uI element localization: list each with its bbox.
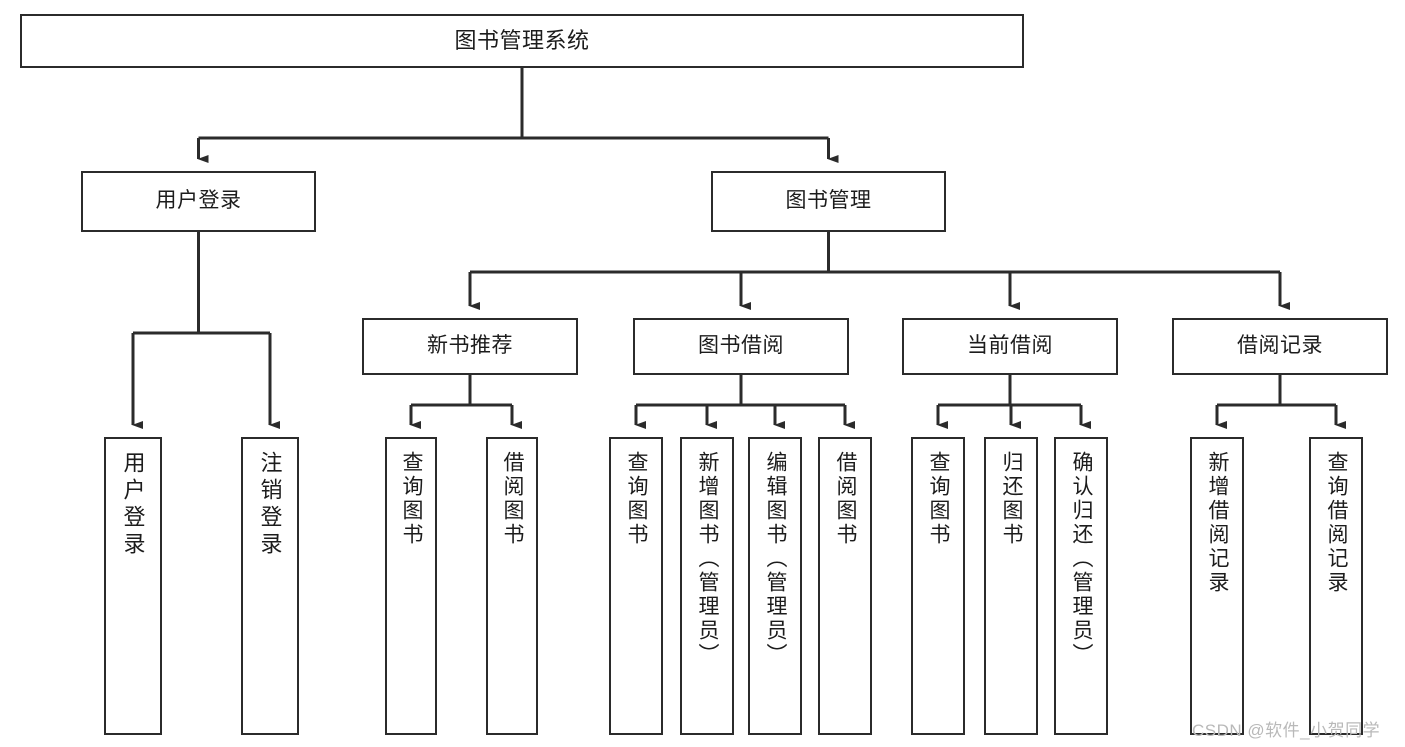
node-label: 图书管理系统 <box>454 28 590 54</box>
node-leaf-add-book[interactable]: 新增图书（管理员） <box>680 437 734 735</box>
node-leaf-query-book-2[interactable]: 查询图书 <box>609 437 663 735</box>
node-label: 新增图书（管理员） <box>696 451 720 667</box>
node-leaf-borrow-book-2[interactable]: 借阅图书 <box>818 437 872 735</box>
node-leaf-edit-book[interactable]: 编辑图书（管理员） <box>748 437 802 735</box>
node-leaf-user-login[interactable]: 用户登录 <box>104 437 162 735</box>
node-label: 当前借阅 <box>967 334 1053 358</box>
node-label: 查询借阅记录 <box>1325 451 1349 595</box>
node-label: 确认归还（管理员） <box>1070 451 1094 667</box>
node-label: 新增借阅记录 <box>1206 451 1230 595</box>
node-root[interactable]: 图书管理系统 <box>20 14 1024 68</box>
node-label: 查询图书 <box>400 451 424 547</box>
node-label: 图书管理 <box>785 189 872 213</box>
node-label: 图书借阅 <box>698 334 784 358</box>
node-label: 用户登录 <box>120 451 146 559</box>
node-label: 新书推荐 <box>427 334 513 358</box>
node-label: 归还图书 <box>1000 451 1024 547</box>
node-borrow-record[interactable]: 借阅记录 <box>1172 318 1388 375</box>
node-current-borrow[interactable]: 当前借阅 <box>902 318 1118 375</box>
node-book-borrow[interactable]: 图书借阅 <box>633 318 849 375</box>
node-label: 查询图书 <box>927 451 951 547</box>
node-label: 注销登录 <box>257 451 283 559</box>
csdn-watermark: CSDN @软件_小贺同学 <box>1192 721 1381 740</box>
node-leaf-confirm-ret[interactable]: 确认归还（管理员） <box>1054 437 1108 735</box>
node-label: 借阅记录 <box>1237 334 1323 358</box>
node-leaf-add-record[interactable]: 新增借阅记录 <box>1190 437 1244 735</box>
node-leaf-query-book-1[interactable]: 查询图书 <box>385 437 437 735</box>
node-leaf-logout[interactable]: 注销登录 <box>241 437 299 735</box>
node-label: 查询图书 <box>625 451 649 547</box>
node-label: 借阅图书 <box>834 451 858 547</box>
node-new-book-rec[interactable]: 新书推荐 <box>362 318 578 375</box>
node-label: 编辑图书（管理员） <box>764 451 788 667</box>
node-label: 用户登录 <box>155 189 242 213</box>
node-user-login[interactable]: 用户登录 <box>81 171 316 232</box>
node-label: 借阅图书 <box>501 451 525 547</box>
node-book-manage[interactable]: 图书管理 <box>711 171 946 232</box>
node-leaf-return-book[interactable]: 归还图书 <box>984 437 1038 735</box>
node-leaf-borrow-book-1[interactable]: 借阅图书 <box>486 437 538 735</box>
node-leaf-query-book-3[interactable]: 查询图书 <box>911 437 965 735</box>
node-leaf-query-record[interactable]: 查询借阅记录 <box>1309 437 1363 735</box>
